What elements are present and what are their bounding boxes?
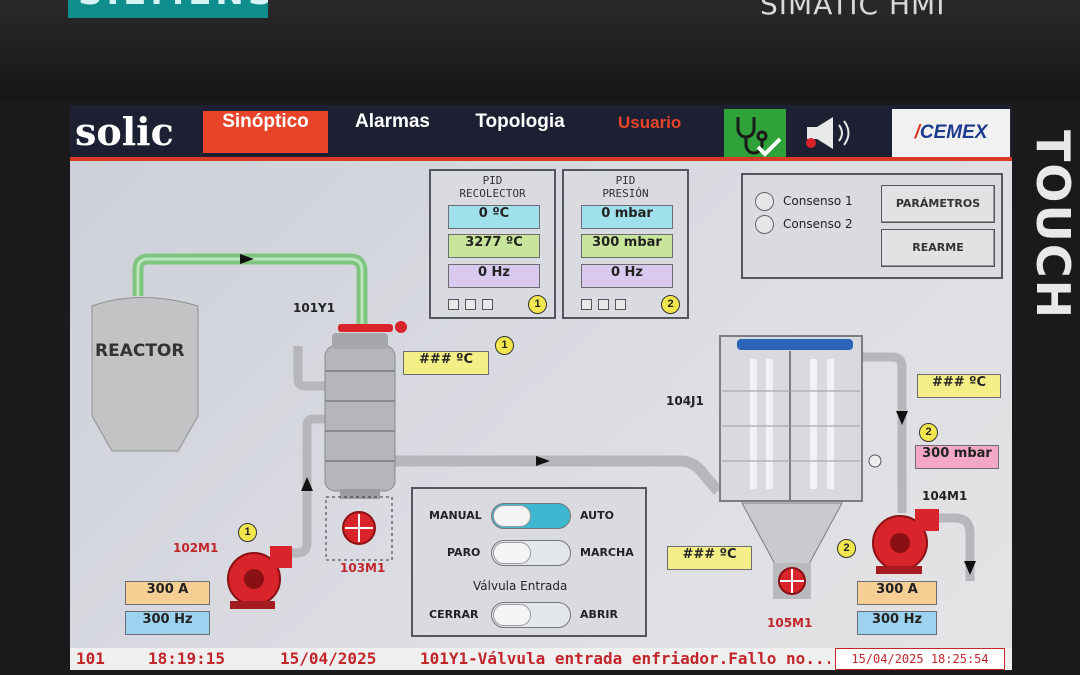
- top-navigation-bar: solic Sinóptico Alarmas Topologia Usuari…: [70, 105, 1012, 161]
- filter-top-temp-display: ### ºC: [917, 374, 1001, 398]
- control-mode-panel: MANUAL AUTO PARO MARCHA Válvula Entrada …: [411, 487, 647, 637]
- siemens-brand: SIEMENS: [68, 0, 268, 18]
- pid-recolector-actual: 3277 ºC: [448, 234, 540, 258]
- filter-bottom-badge: 2: [837, 539, 856, 558]
- stethoscope-check-icon[interactable]: [724, 109, 786, 157]
- usuario-button[interactable]: Usuario: [618, 113, 682, 132]
- reactor-label: REACTOR: [95, 341, 185, 361]
- pid-presion-indicator-2: [598, 299, 609, 310]
- filter-104j1-label[interactable]: 104J1: [666, 394, 704, 408]
- pid-presion-badge: 2: [661, 295, 680, 314]
- fan-104m1-frequency: 300 Hz: [857, 611, 937, 635]
- consenso-2-label: Consenso 2: [783, 217, 853, 231]
- process-diagram: [91, 253, 976, 609]
- manual-label: MANUAL: [429, 509, 482, 522]
- fan-102m1-frequency: 300 Hz: [125, 611, 210, 635]
- pid-recolector-title-1: PID: [482, 174, 503, 187]
- cerrar-abrir-knob[interactable]: [493, 604, 531, 626]
- marcha-label: MARCHA: [580, 546, 634, 559]
- rearme-button[interactable]: REARME: [881, 229, 995, 267]
- parametros-button[interactable]: PARÁMETROS: [881, 185, 995, 223]
- pid-presion-panel: PID PRESIÓN 0 mbar 300 mbar 0 Hz 2: [562, 169, 689, 319]
- filter-top-badge: 2: [919, 423, 938, 442]
- filter-bottom-temp-display: ### ºC: [667, 546, 752, 570]
- paro-marcha-toggle[interactable]: [491, 540, 571, 566]
- synoptic-area: REACTOR 101Y1 ### ºC 1 104J1 ### ºC 2 30…: [70, 161, 1012, 648]
- fan-104m1-label[interactable]: 104M1: [922, 489, 968, 503]
- cerrar-abrir-toggle[interactable]: [491, 602, 571, 628]
- pid-presion-title-1: PID: [615, 174, 636, 187]
- cooler-temp-display: ### ºC: [403, 351, 489, 375]
- motor-103m1-label[interactable]: 103M1: [340, 561, 386, 575]
- cooler-badge: 1: [495, 336, 514, 355]
- pid-presion-output: 0 Hz: [581, 264, 673, 288]
- consenso-1-lamp: [755, 192, 774, 211]
- solic-logo: solic: [75, 109, 174, 154]
- simatic-hmi-label: SIMATIC HMI: [760, 0, 946, 21]
- paro-marcha-knob[interactable]: [493, 542, 531, 564]
- status-code: 101: [76, 649, 105, 668]
- pid-presion-setpoint[interactable]: 0 mbar: [581, 205, 673, 229]
- pid-recolector-indicator-1: [448, 299, 459, 310]
- pid-recolector-setpoint[interactable]: 0 ºC: [448, 205, 540, 229]
- motor-105m1-label[interactable]: 105M1: [767, 616, 813, 630]
- pid-recolector-indicator-2: [465, 299, 476, 310]
- filter-pressure-display: 300 mbar: [915, 445, 999, 469]
- fan-102m1-badge: 1: [238, 523, 257, 542]
- cemex-logo: /CEMEX: [892, 109, 1010, 157]
- pid-presion-actual: 300 mbar: [581, 234, 673, 258]
- touch-label: TOUCH: [1026, 130, 1080, 321]
- consenso-1-label: Consenso 1: [783, 194, 853, 208]
- status-time: 18:19:15: [148, 649, 226, 668]
- pid-recolector-panel: PID RECOLECTOR 0 ºC 3277 ºC 0 Hz 1: [429, 169, 556, 319]
- pid-recolector-title-2: RECOLECTOR: [459, 187, 526, 200]
- abrir-label: ABRIR: [580, 608, 618, 621]
- pid-recolector-badge: 1: [528, 295, 547, 314]
- pid-presion-indicator-3: [615, 299, 626, 310]
- consensus-panel: Consenso 1 Consenso 2 PARÁMETROS REARME: [741, 173, 1003, 279]
- pid-presion-title-2: PRESIÓN: [602, 187, 649, 200]
- auto-label: AUTO: [580, 509, 614, 522]
- paro-label: PARO: [447, 546, 481, 559]
- tab-alarmas[interactable]: Alarmas: [355, 111, 430, 132]
- pid-recolector-output: 0 Hz: [448, 264, 540, 288]
- hmi-screen: solic Sinóptico Alarmas Topologia Usuari…: [70, 105, 1012, 670]
- fan-102m1-label[interactable]: 102M1: [173, 541, 219, 555]
- status-bar: 101 18:19:15 15/04/2025 101Y1-Válvula en…: [70, 648, 1012, 670]
- manual-auto-toggle[interactable]: [491, 503, 571, 529]
- valvula-entrada-title: Válvula Entrada: [473, 579, 568, 593]
- tab-sinoptico[interactable]: Sinóptico: [203, 111, 328, 153]
- valve-101y1-label[interactable]: 101Y1: [293, 301, 336, 315]
- status-alarm-message[interactable]: 101Y1-Válvula entrada enfriador.Fallo no…: [420, 649, 830, 668]
- status-datetime: 15/04/2025 18:25:54: [835, 648, 1005, 670]
- fan-104m1-current: 300 A: [857, 581, 937, 605]
- pid-presion-indicator-1: [581, 299, 592, 310]
- tab-topologia[interactable]: Topologia: [475, 111, 565, 132]
- pid-recolector-indicator-3: [482, 299, 493, 310]
- alarm-horn-icon[interactable]: [795, 109, 857, 157]
- status-date: 15/04/2025: [280, 649, 377, 668]
- cerrar-label: CERRAR: [429, 608, 479, 621]
- consenso-2-lamp: [755, 215, 774, 234]
- fan-102m1-current: 300 A: [125, 581, 210, 605]
- manual-auto-knob[interactable]: [493, 505, 531, 527]
